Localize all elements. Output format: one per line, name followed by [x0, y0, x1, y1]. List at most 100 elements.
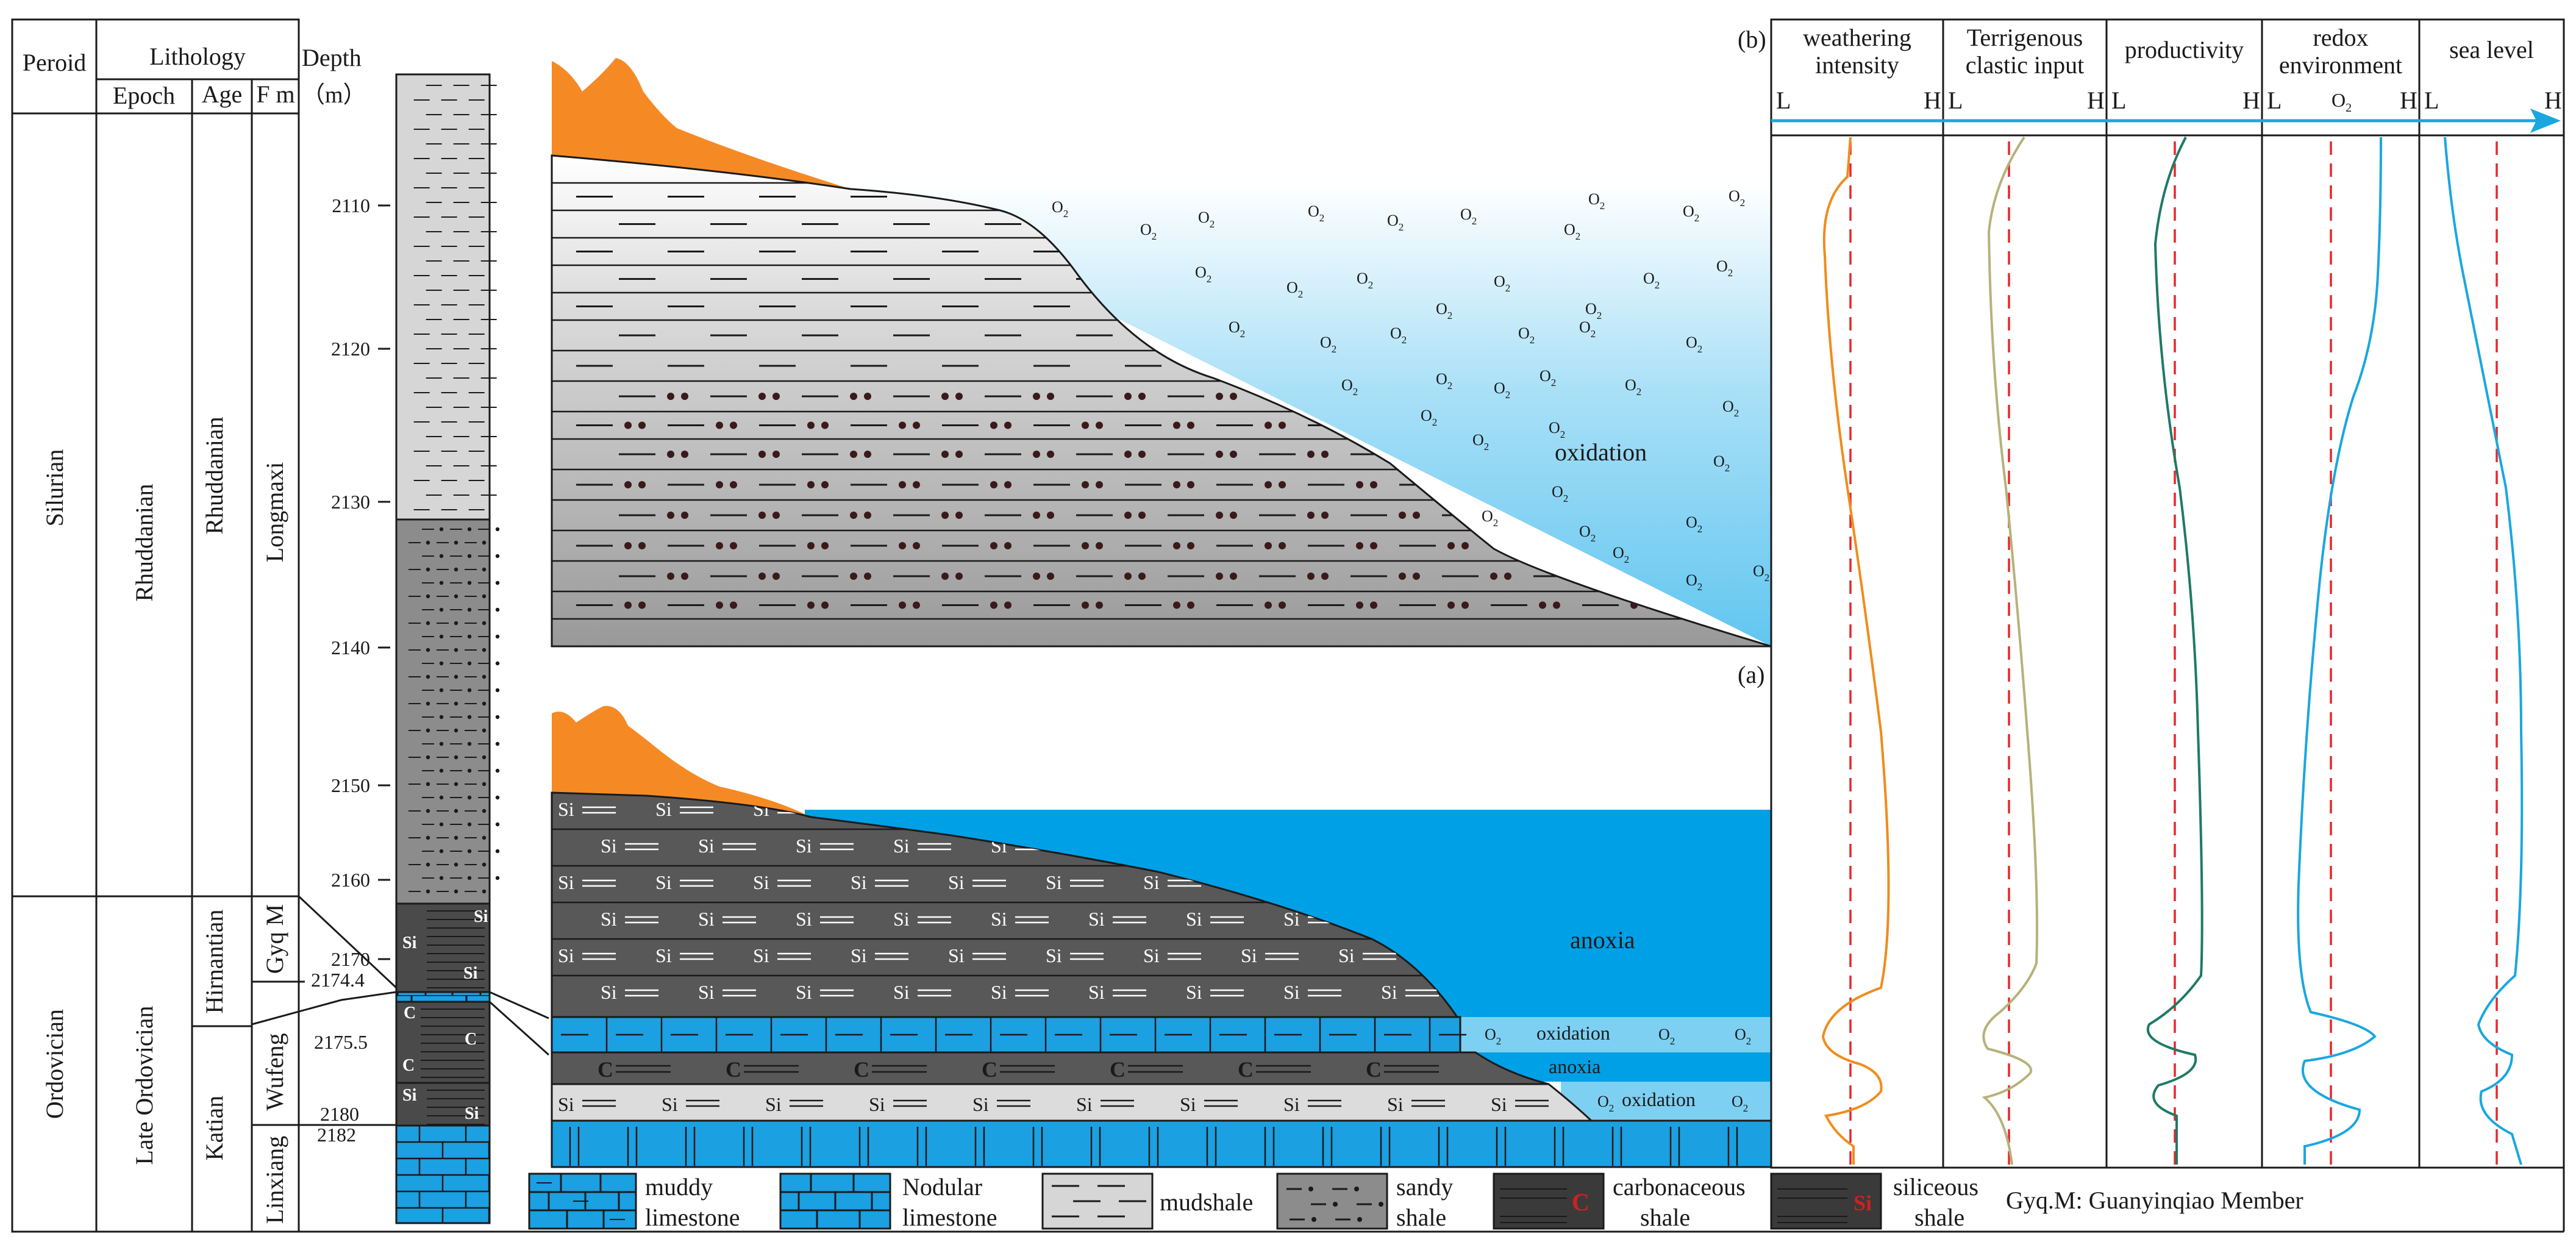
sand-dot	[454, 674, 458, 679]
sand-grain	[1779, 393, 1786, 400]
sand-grain	[1553, 542, 1560, 549]
depth-tick: 2170	[331, 948, 370, 970]
sand-grain	[772, 512, 780, 519]
sand-grain	[1216, 512, 1223, 519]
sand-grain	[1370, 481, 1377, 488]
c-symbol: C	[1238, 1057, 1254, 1082]
sand-grain	[941, 451, 949, 458]
sand-grain	[1187, 421, 1194, 429]
sand-grain	[941, 393, 949, 400]
sand-dot	[482, 540, 487, 545]
sand-grain	[1173, 421, 1180, 429]
sand-dot	[426, 540, 430, 545]
sand-grain	[807, 601, 815, 609]
si-symbol: Si	[893, 908, 910, 930]
si-symbol: Si	[1186, 981, 1202, 1003]
si-symbol: Si	[851, 871, 867, 893]
sand-grain	[1356, 542, 1363, 549]
sand-grain	[821, 421, 829, 429]
header-period: Peroid	[23, 49, 86, 76]
sand-grain	[1399, 573, 1406, 580]
sand-grain	[638, 421, 646, 429]
sand-dot	[495, 661, 500, 666]
sand-grain	[1461, 601, 1469, 609]
sand-dot	[467, 876, 472, 880]
sand-grain	[1187, 601, 1194, 609]
depth-tick: 2174.4	[311, 969, 365, 991]
sand-dot	[467, 849, 472, 854]
sand-grain	[850, 512, 857, 519]
sand-grain	[1356, 481, 1363, 488]
sand-dot	[454, 809, 458, 813]
si-symbol: Si	[698, 908, 715, 930]
sand-dot	[495, 527, 500, 532]
sand-dot	[482, 594, 487, 599]
sand-grain	[1004, 421, 1011, 429]
sand-dot	[454, 782, 458, 787]
sand-grain	[899, 481, 906, 488]
sand-dot	[467, 661, 472, 666]
footnote-gyq: Gyq.M: Guanyinqiao Member	[2006, 1187, 2303, 1214]
si-symbol: Si	[1338, 944, 1355, 966]
legend-label: sandy	[1396, 1173, 1453, 1201]
upper-oxidation-label: oxidation	[1555, 438, 1647, 466]
sand-dot	[454, 701, 458, 706]
proxy-low: L	[1776, 87, 1791, 114]
sand-grain	[1265, 481, 1272, 488]
sand-grain	[1265, 542, 1272, 549]
sand-dot	[426, 674, 430, 679]
sand-grain	[681, 451, 688, 458]
sand-grain	[990, 481, 997, 488]
sand-grain	[1307, 512, 1315, 519]
sand-grain	[1138, 573, 1146, 580]
sand-dot	[495, 554, 500, 559]
sand-grain	[667, 451, 674, 458]
panel-b-label: (b)	[1738, 26, 1766, 53]
sand-dot	[495, 607, 500, 612]
proxy-high: H	[2242, 87, 2260, 114]
si-symbol: Si	[601, 981, 617, 1003]
si-symbol: Si	[558, 871, 574, 893]
sand-grain	[1539, 601, 1546, 609]
sand-grain	[1216, 451, 1223, 458]
sand-grain	[716, 481, 723, 488]
sand-grain	[1230, 451, 1237, 458]
sand-dot	[426, 701, 430, 706]
epoch-rhuddanian: Rhuddanian	[130, 484, 158, 601]
sand-grain	[1173, 542, 1180, 549]
legend-swatch-carbonaceous-shale	[1493, 1173, 1605, 1230]
sand-dot	[495, 876, 500, 880]
sand-dot	[439, 741, 444, 746]
si-symbol: Si	[1491, 1093, 1507, 1115]
sand-grain	[758, 393, 766, 400]
sand-grain	[624, 421, 632, 429]
sand-grain	[1138, 451, 1146, 458]
upper-land	[552, 58, 851, 189]
sand-grain	[1082, 542, 1089, 549]
sand-dot	[454, 728, 458, 733]
column-si-label: Si	[465, 1104, 479, 1123]
sand-grain	[1413, 573, 1420, 580]
sand-grain	[1596, 573, 1603, 580]
correlation-lines	[251, 895, 550, 1056]
proxy-high: H	[2544, 87, 2562, 114]
sand-grain	[899, 542, 906, 549]
sand-grain	[1539, 542, 1546, 549]
depth-tick: 2150	[331, 774, 370, 796]
sand-grain	[1399, 512, 1406, 519]
sand-grain	[1082, 421, 1089, 429]
sand-grain	[1216, 573, 1223, 580]
si-symbol: Si	[1046, 871, 1062, 893]
sand-dot	[454, 540, 458, 545]
sand-dot	[482, 701, 487, 706]
lower-nodular-limestone	[551, 1119, 1772, 1168]
proxy-title: productivity	[2125, 36, 2244, 63]
sand-dot	[426, 835, 430, 840]
si-symbol: Si	[698, 981, 715, 1003]
sand-grain	[624, 542, 632, 549]
sand-dot	[454, 594, 458, 599]
sand-grain	[772, 573, 780, 580]
sand-grain	[1321, 451, 1329, 458]
sand-grain	[850, 451, 857, 458]
sand-grain	[941, 573, 949, 580]
